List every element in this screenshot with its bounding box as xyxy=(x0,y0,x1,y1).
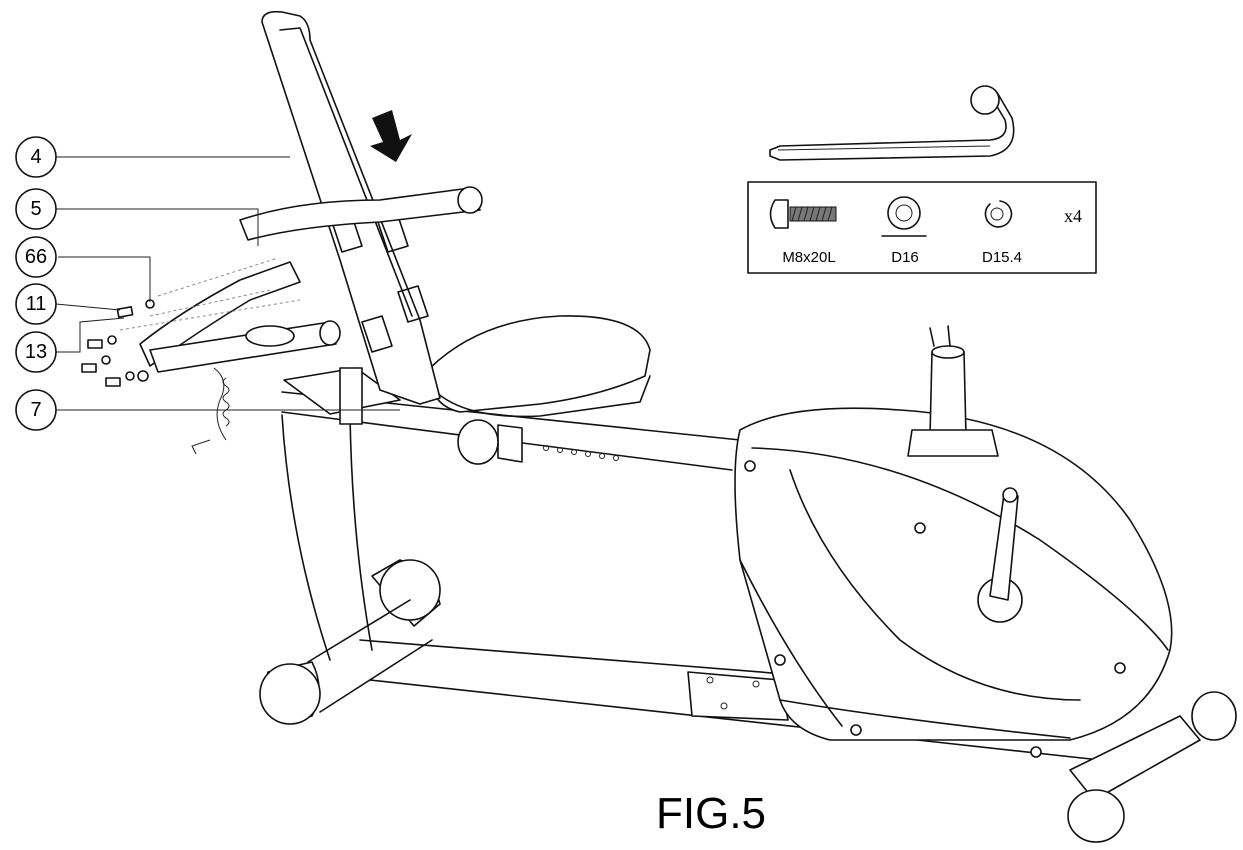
hardware-label: M8x20L xyxy=(782,249,835,266)
down-arrow-icon xyxy=(370,110,412,162)
callout-label: 4 xyxy=(30,146,41,168)
callout-11: 11 xyxy=(15,283,57,325)
hardware-box: M8x20L D16 D15.4 x4 xyxy=(747,181,1097,274)
callout-13: 13 xyxy=(15,331,57,373)
spring-washer-icon xyxy=(984,200,1013,228)
leader-lines xyxy=(55,156,400,411)
bike-frame xyxy=(81,10,1237,843)
callout-label: 7 xyxy=(30,399,41,421)
flat-washer-icon xyxy=(881,196,927,237)
rail-holes xyxy=(543,445,619,461)
callout-label: 13 xyxy=(25,341,47,363)
callout-label: 11 xyxy=(26,293,47,315)
hardware-label: D15.4 xyxy=(982,249,1022,266)
hardware-label: D16 xyxy=(891,249,919,266)
callout-label: 5 xyxy=(30,198,41,220)
callout-7: 7 xyxy=(15,389,57,431)
callout-label: 66 xyxy=(25,246,47,268)
figure-title: FIG.5 xyxy=(656,789,766,838)
callout-4: 4 xyxy=(15,136,57,178)
callout-66: 66 xyxy=(15,236,57,278)
bolt-icon xyxy=(769,199,837,229)
bolt-set xyxy=(81,299,155,387)
allen-wrench-icon xyxy=(769,85,1015,161)
callout-5: 5 xyxy=(15,188,57,230)
quantity-label: x4 xyxy=(1064,206,1082,226)
